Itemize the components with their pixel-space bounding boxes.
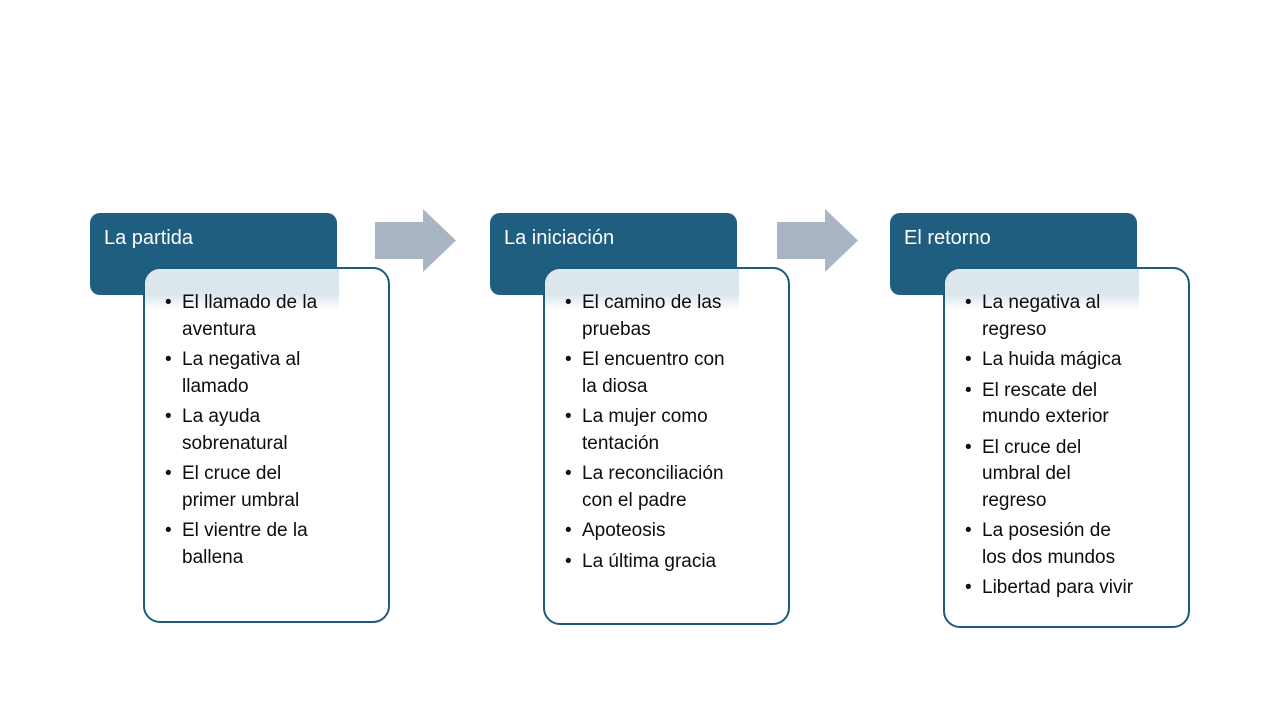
bullet-item: La negativa al llamado [165, 347, 372, 400]
bullet-item: La huida mágica [965, 347, 1172, 374]
bullet-item: La ayuda sobrenatural [165, 404, 372, 457]
bullet-item: La última gracia [565, 549, 772, 576]
bullet-item: El cruce del primer umbral [165, 461, 372, 514]
forward-arrow [777, 209, 858, 272]
bullet-item: El encuentro con la diosa [565, 347, 772, 400]
stage-panel: El llamado de la aventuraLa negativa al … [143, 267, 390, 623]
bullet-item: Apoteosis [565, 518, 772, 545]
forward-arrow [375, 209, 456, 272]
bullet-item: La negativa al regreso [965, 290, 1172, 343]
bullet-item: La reconciliación con el padre [565, 461, 772, 514]
bullet-item: La mujer como tentación [565, 404, 772, 457]
forward-arrow-icon [375, 209, 456, 272]
bullet-item: El cruce del umbral del regreso [965, 435, 1172, 515]
bullet-list: La negativa al regreso La huida mágica El … [965, 290, 1172, 602]
stage-panel: El camino de las pruebasEl encuentro con… [543, 267, 790, 625]
bullet-item: El camino de las pruebas [565, 290, 772, 343]
forward-arrow-icon [777, 209, 858, 272]
bullet-item: El rescate del mundo exterior [965, 378, 1172, 431]
stage-title: La partida [104, 227, 193, 249]
stage-panel: La negativa al regreso La huida mágica El … [943, 267, 1190, 628]
stage-group-la-iniciacion: La iniciación El camino de las pruebasEl… [490, 213, 790, 633]
bullet-item: El llamado de la aventura [165, 290, 372, 343]
stage-group-la-partida: La partida El llamado de la aventuraLa n… [90, 213, 390, 633]
stage-title: El retorno [904, 227, 991, 249]
bullet-list: El camino de las pruebasEl encuentro con… [565, 290, 772, 575]
stage-title: La iniciación [504, 227, 615, 249]
bullet-list: El llamado de la aventuraLa negativa al … [165, 290, 372, 571]
bullet-item: La posesión de los dos mundos [965, 518, 1172, 571]
stage-group-el-retorno: El retorno La negativa al regreso La huid… [890, 213, 1190, 633]
bullet-item: Libertad para vivir [965, 575, 1172, 602]
bullet-item: El vientre de la ballena [165, 518, 372, 571]
